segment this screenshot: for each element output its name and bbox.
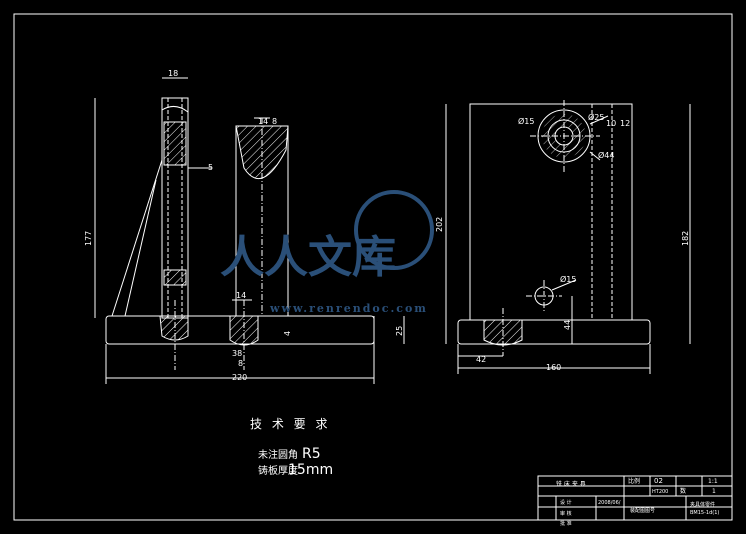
requirement-2-value: 15mm — [288, 462, 333, 478]
title-block-row3: 批 准 — [560, 520, 572, 527]
dim-dia15-bottom: Ø15 — [560, 274, 576, 284]
requirement-1-prefix: 未注圆角 — [258, 448, 298, 461]
watermark-ring — [354, 190, 434, 270]
dim-25: 25 — [395, 326, 404, 336]
title-block-count-value: 1 — [712, 488, 716, 495]
title-block — [537, 475, 733, 521]
dim-4: 4 — [283, 331, 292, 336]
dim-14-bottom: 14 — [236, 291, 246, 300]
dim-177: 177 — [84, 231, 93, 246]
requirements-title: 技 术 要 求 — [250, 417, 330, 431]
dim-14-top: 14 — [258, 117, 268, 126]
title-block-row2: 审 核 — [560, 510, 572, 517]
drawing-border — [13, 13, 733, 521]
dim-dia15-top: Ø15 — [518, 116, 534, 126]
dim-8-top: 8 — [272, 117, 277, 126]
dim-160: 160 — [546, 363, 561, 372]
dim-220: 220 — [232, 373, 247, 382]
title-block-mid: 装配图图号 — [630, 507, 655, 514]
dim-182: 182 — [681, 231, 690, 246]
watermark-url: www.renrendoc.com — [269, 302, 428, 315]
dim-12: 12 — [620, 119, 630, 128]
title-block-right1: 夹具体零件 — [690, 501, 715, 508]
dim-dia25: Ø25 — [588, 112, 604, 122]
dim-44: 44 — [563, 320, 572, 330]
title-block-ratio: 1:1 — [708, 478, 718, 485]
title-block-count-label: 数 — [680, 487, 686, 495]
dim-42: 42 — [476, 355, 486, 364]
dim-202: 202 — [435, 217, 444, 232]
dim-10: 10 — [606, 119, 616, 128]
dim-18: 18 — [168, 69, 178, 78]
requirement-1-value: R5 — [302, 446, 321, 462]
side-view — [445, 100, 691, 374]
title-block-scale-value: 02 — [654, 477, 663, 485]
title-block-material: HT200 — [652, 489, 668, 495]
dim-38: 38 — [232, 349, 242, 358]
requirement-2-prefix: 铸板厚度 — [258, 464, 298, 477]
dim-5: 5 — [208, 163, 213, 172]
title-block-scale-label: 比例 — [628, 477, 640, 485]
title-block-row1: 设 计 — [560, 499, 572, 506]
title-block-row1-date: 2008/06/ — [598, 500, 621, 506]
dim-dia44: Ø44 — [598, 150, 614, 160]
watermark-text: 人人文库 — [220, 232, 396, 283]
dim-8-bottom: 8 — [238, 359, 243, 368]
title-block-right2: BM15-1d(1) — [690, 510, 719, 516]
front-view — [94, 77, 405, 384]
title-block-name: 铣 床 夹 具 — [556, 480, 586, 488]
